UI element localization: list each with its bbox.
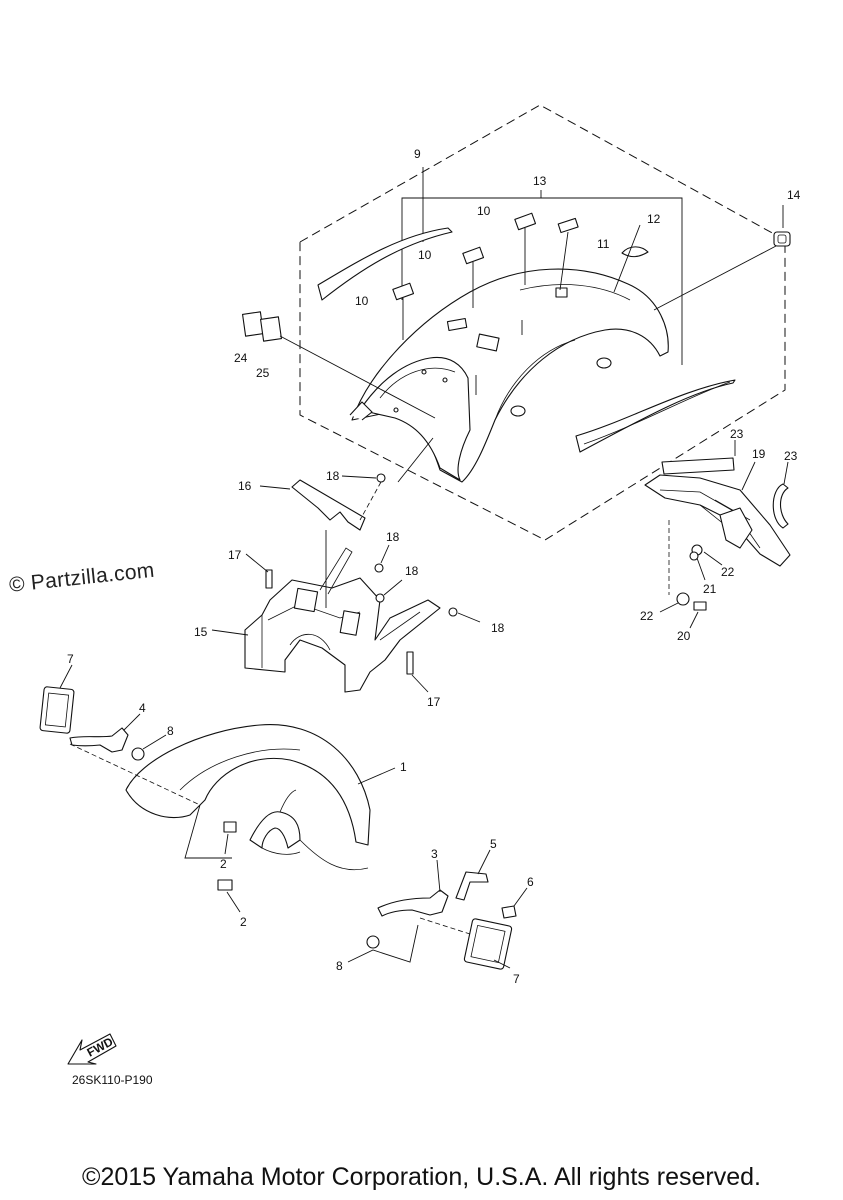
rear-bracket bbox=[644, 474, 791, 567]
callout-10c: 10 bbox=[355, 294, 369, 308]
callout-15: 15 bbox=[194, 625, 208, 639]
license-bracket bbox=[244, 547, 441, 693]
bolt-18-c bbox=[375, 593, 385, 603]
collar-22-b bbox=[676, 592, 690, 606]
emblem-10-b bbox=[462, 246, 485, 265]
callout-1: 1 bbox=[400, 760, 407, 774]
callout-16: 16 bbox=[238, 479, 252, 493]
callout-18b: 18 bbox=[386, 530, 400, 544]
callout-22a: 22 bbox=[721, 565, 735, 579]
callout-7b: 7 bbox=[513, 972, 520, 986]
callout-19: 19 bbox=[752, 447, 766, 461]
callout-18d: 18 bbox=[491, 621, 505, 635]
callout-7a: 7 bbox=[67, 652, 74, 666]
bolt-18-a bbox=[376, 473, 386, 483]
forward-arrow: FWD bbox=[67, 1033, 117, 1065]
emblem-11 bbox=[557, 217, 579, 234]
band-17-b bbox=[406, 651, 414, 675]
callout-9: 9 bbox=[414, 147, 421, 161]
callout-11: 11 bbox=[597, 237, 610, 251]
nut-8-b bbox=[366, 935, 380, 949]
bolt-18-b bbox=[374, 563, 384, 573]
rear-fender-assembly-outline bbox=[299, 104, 786, 541]
rear-fender-stripe-left bbox=[317, 227, 453, 301]
bolt-2-a bbox=[223, 821, 237, 833]
diagram-code: 26SK110-P190 bbox=[72, 1073, 153, 1087]
callout-2a: 2 bbox=[220, 857, 227, 871]
callout-20: 20 bbox=[677, 629, 691, 643]
callout-22b: 22 bbox=[640, 609, 654, 623]
callout-5: 5 bbox=[490, 837, 497, 851]
bolt-18-d bbox=[448, 607, 458, 617]
callout-25: 25 bbox=[256, 366, 270, 380]
callout-23b: 23 bbox=[784, 449, 798, 463]
callout-21: 21 bbox=[703, 582, 717, 596]
front-fender bbox=[125, 724, 371, 871]
callout-4: 4 bbox=[139, 701, 146, 715]
band-17-a bbox=[265, 569, 273, 589]
bracket-4 bbox=[69, 727, 129, 753]
emblem-10-a bbox=[514, 212, 537, 231]
bolt-20 bbox=[693, 601, 707, 611]
copyright-notice: ©2015 Yamaha Motor Corporation, U.S.A. A… bbox=[82, 1163, 761, 1191]
rear-fender bbox=[349, 268, 669, 483]
spacer-16 bbox=[291, 479, 366, 531]
bolt-2-b bbox=[217, 879, 233, 891]
cushion-23-a bbox=[661, 457, 735, 475]
nut-8-a bbox=[131, 747, 145, 761]
callout-17b: 17 bbox=[427, 695, 441, 709]
cushion-23-b bbox=[772, 483, 789, 529]
callout-2b: 2 bbox=[240, 915, 247, 929]
callout-12: 12 bbox=[647, 212, 661, 226]
callout-10b: 10 bbox=[418, 248, 432, 262]
callout-14: 14 bbox=[787, 188, 801, 202]
callout-8a: 8 bbox=[167, 724, 174, 738]
callout-10a: 10 bbox=[477, 204, 491, 218]
reflector-7-b bbox=[463, 918, 513, 970]
callout-18c: 18 bbox=[405, 564, 419, 578]
bracket-3 bbox=[377, 889, 449, 917]
rear-fender-stripe-right bbox=[575, 379, 736, 453]
clamp-5 bbox=[455, 871, 489, 901]
callout-13: 13 bbox=[533, 174, 547, 188]
emblem-12 bbox=[621, 246, 649, 258]
callout-17a: 17 bbox=[228, 548, 242, 562]
bolt-21 bbox=[689, 551, 699, 561]
callout-24: 24 bbox=[234, 351, 248, 365]
reflector-25 bbox=[260, 316, 282, 342]
callout-18a: 18 bbox=[326, 469, 340, 483]
callout-23a: 23 bbox=[730, 427, 744, 441]
emblem-10-c bbox=[392, 282, 415, 301]
callout-6: 6 bbox=[527, 875, 534, 889]
callout-8b: 8 bbox=[336, 959, 343, 973]
grommet-14 bbox=[773, 231, 791, 247]
reflector-24 bbox=[242, 311, 264, 337]
callout-3: 3 bbox=[431, 847, 438, 861]
screw-6 bbox=[501, 905, 517, 919]
